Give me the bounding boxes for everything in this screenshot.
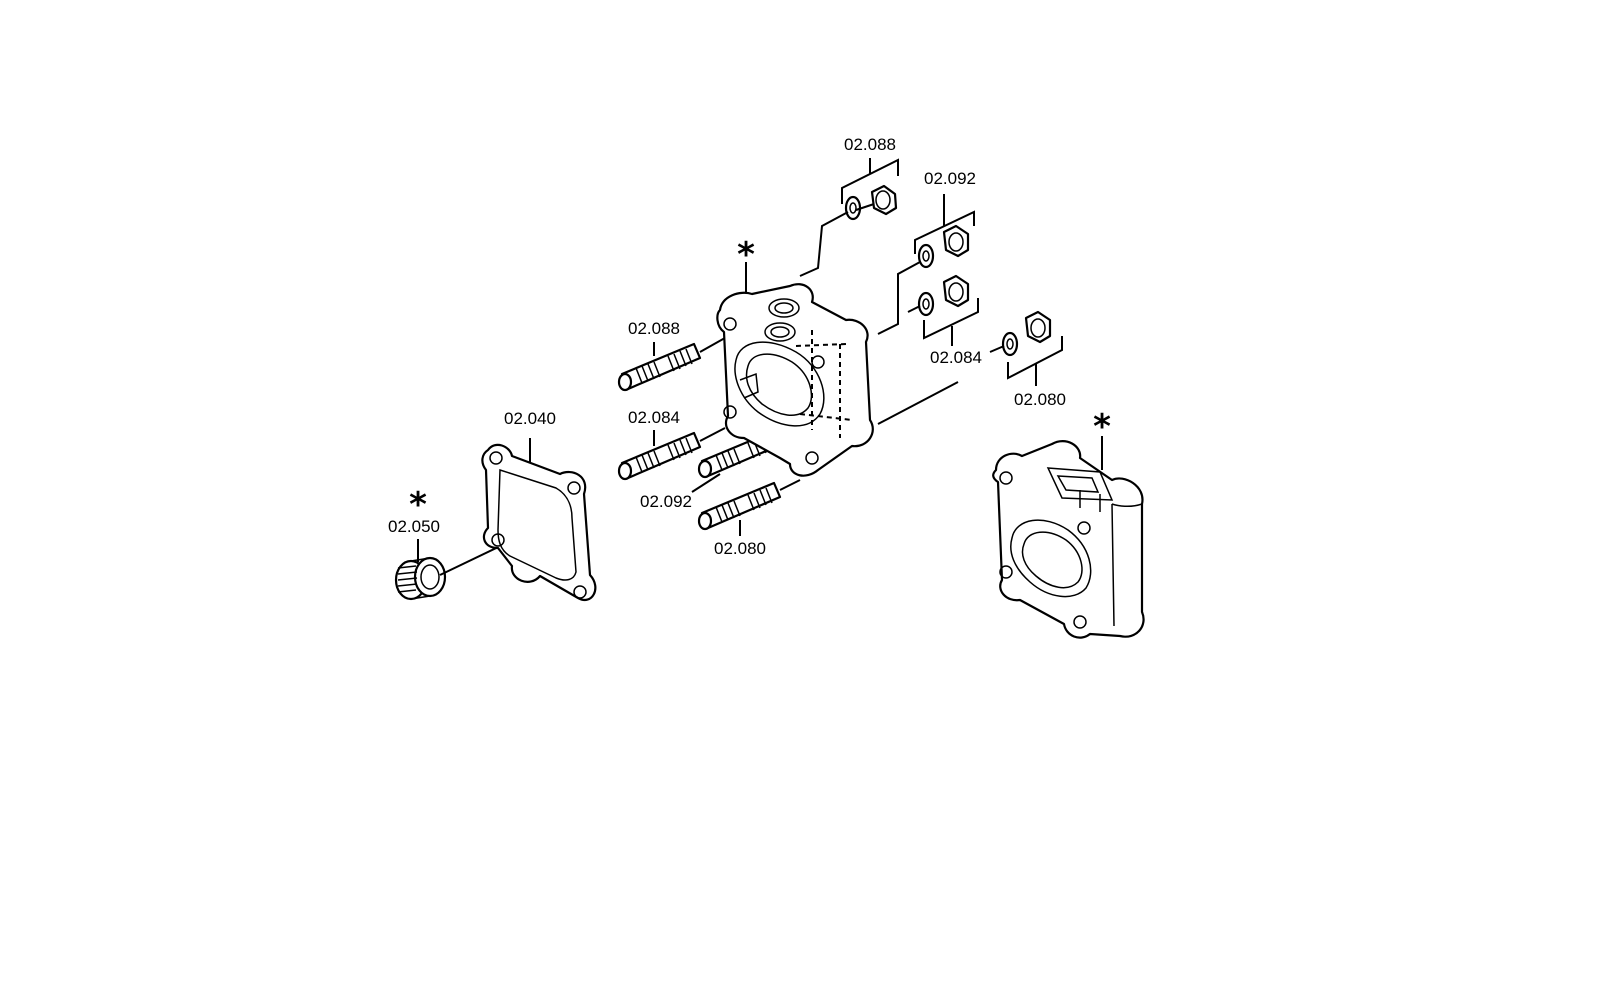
stud-02088[interactable] xyxy=(617,342,702,392)
needle-bearing-part[interactable] xyxy=(394,556,447,601)
callout-02040: 02.040 xyxy=(504,409,556,428)
stud-02080[interactable] xyxy=(697,481,782,531)
callout-02092-bottom: 02.092 xyxy=(640,492,692,511)
callout-02084-left: 02.084 xyxy=(628,408,680,427)
nut-washer-02080[interactable] xyxy=(1001,310,1052,357)
housing-assembled-part[interactable] xyxy=(992,440,1145,639)
bracket-02088-top xyxy=(841,158,899,204)
assembly-line-02088 xyxy=(799,211,849,277)
bracket-02080-right xyxy=(1007,336,1063,386)
nut-washer-02088[interactable] xyxy=(844,184,898,221)
bracket-02084-right xyxy=(923,298,979,346)
asterisk-housing-assembled: * xyxy=(1093,407,1111,447)
assembly-line-02084 xyxy=(907,305,921,313)
stud-02084-leader xyxy=(699,427,726,442)
nut-washer-02092[interactable] xyxy=(917,224,970,269)
bracket-02092-top xyxy=(914,194,975,254)
stud-02080-leader xyxy=(779,479,801,491)
callout-02088-top: 02.088 xyxy=(844,135,896,154)
callout-02092-top: 02.092 xyxy=(924,169,976,188)
callout-02080-right: 02.080 xyxy=(1014,390,1066,409)
stud-02084[interactable] xyxy=(617,431,702,481)
callout-02088-left: 02.088 xyxy=(628,319,680,338)
asterisk-housing-front: * xyxy=(737,235,755,275)
assembly-line-02088b xyxy=(855,203,875,211)
callout-02092-bottom-leader xyxy=(691,473,721,493)
assembly-line-housing xyxy=(877,381,959,425)
assembly-line-02080 xyxy=(989,345,1005,353)
nut-washer-02084[interactable] xyxy=(917,274,970,317)
callout-02050: 02.050 xyxy=(388,517,440,536)
asterisk-needle-bearing: * xyxy=(409,485,427,525)
callout-02084-right: 02.084 xyxy=(930,348,982,367)
assembly-line-02092 xyxy=(877,261,921,335)
gasket-part[interactable] xyxy=(481,443,597,601)
callout-02080-bottom: 02.080 xyxy=(714,539,766,558)
housing-front-part[interactable] xyxy=(716,283,874,477)
